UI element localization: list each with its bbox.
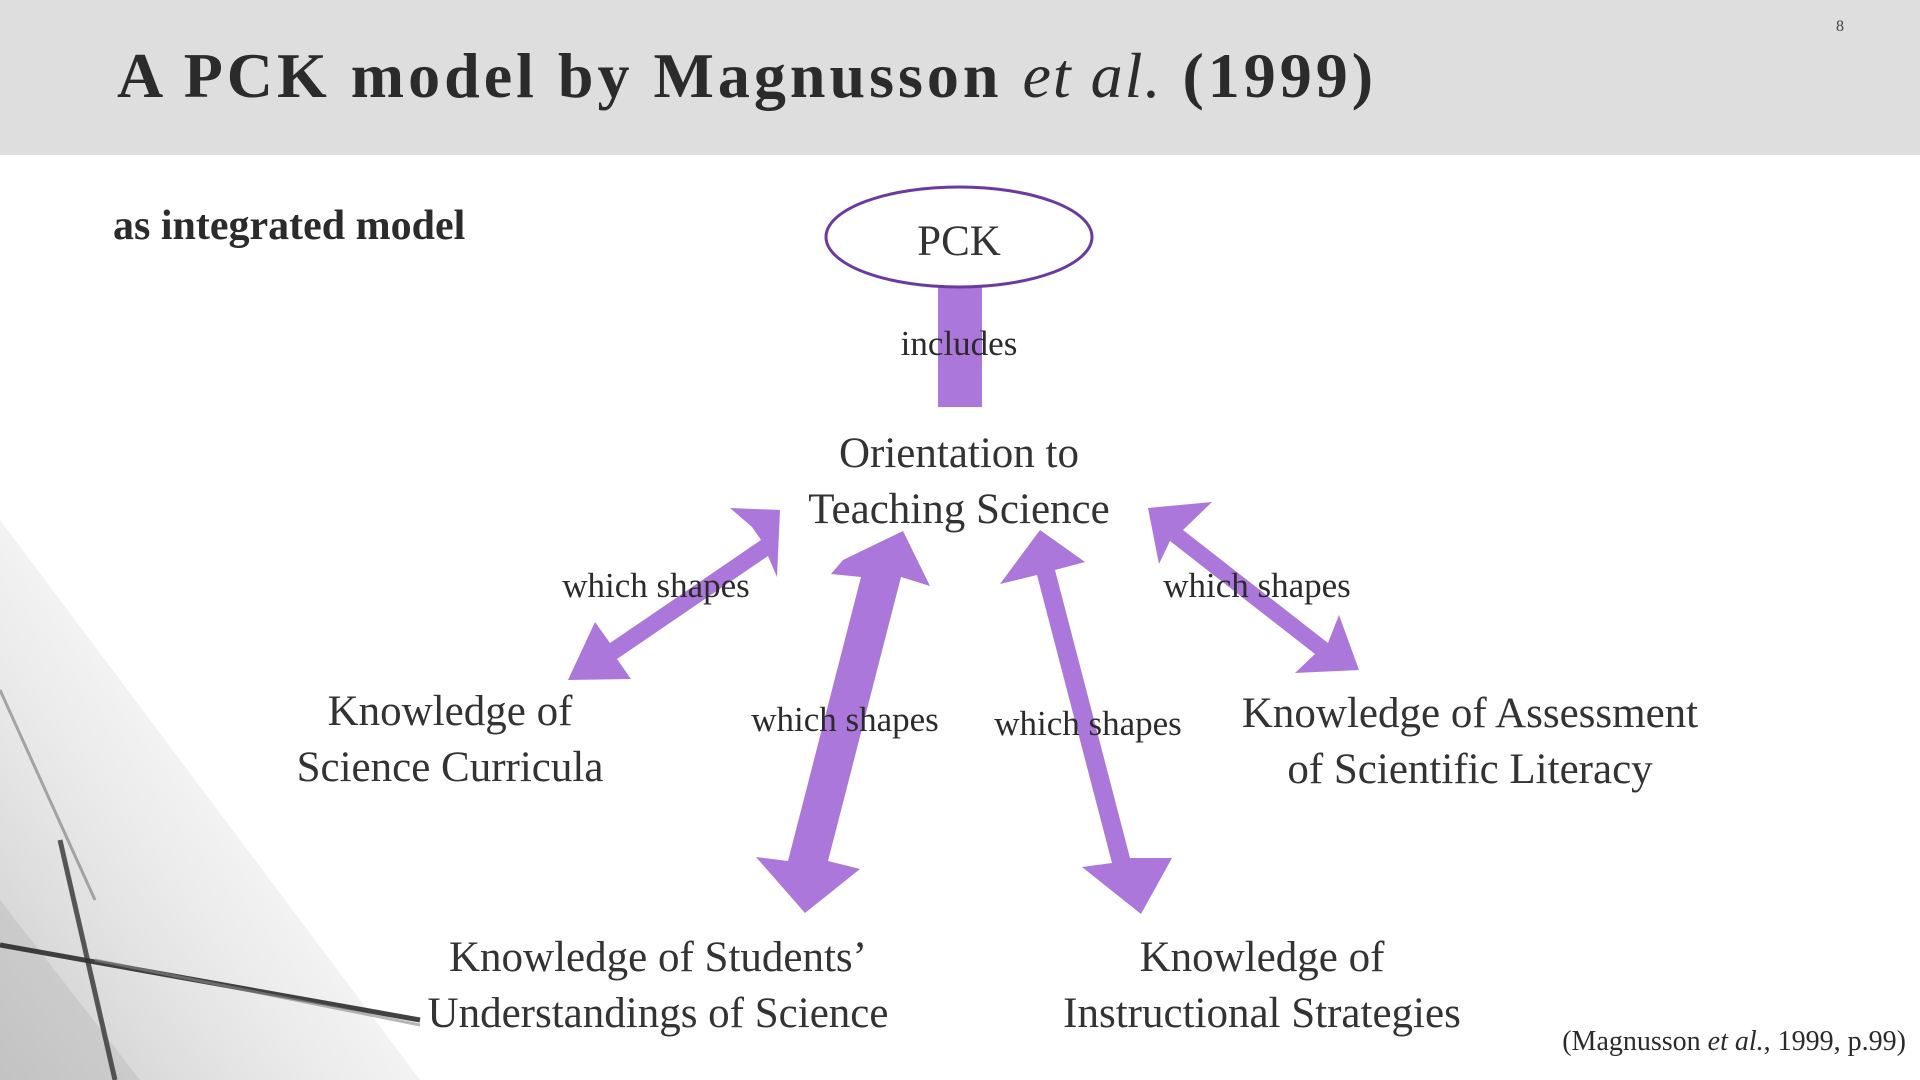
node-students-line-1: Knowledge of Students’ bbox=[449, 934, 867, 981]
citation: (Magnusson et al., 1999, p.99) bbox=[1562, 1026, 1906, 1058]
node-orientation-line-1: Orientation to bbox=[838, 430, 1080, 477]
arrow-strategies bbox=[1000, 530, 1172, 914]
node-curricula: Knowledge of Science Curricula bbox=[297, 684, 604, 796]
node-assessment-line-2: of Scientific Literacy bbox=[1287, 746, 1653, 793]
edge-label-includes: includes bbox=[900, 324, 1018, 363]
node-assessment: Knowledge of Assessment of Scientific Li… bbox=[1242, 686, 1698, 798]
pck-ellipse bbox=[824, 185, 1094, 289]
title-italic: et al. bbox=[1022, 40, 1163, 111]
node-curricula-line-2: Science Curricula bbox=[296, 744, 604, 791]
node-assessment-line-1: Knowledge of Assessment bbox=[1241, 690, 1699, 737]
citation-suffix: , 1999, p.99) bbox=[1763, 1026, 1906, 1057]
node-pck-label: PCK bbox=[917, 218, 1001, 265]
node-strategies-line-2: Instructional Strategies bbox=[1063, 990, 1461, 1037]
citation-italic: et al. bbox=[1707, 1026, 1764, 1057]
arrow-students bbox=[756, 531, 930, 913]
node-pck: PCK bbox=[917, 214, 1001, 270]
edge-label-shapes-strategies: which shapes bbox=[994, 704, 1182, 743]
node-strategies-line-1: Knowledge of bbox=[1139, 934, 1385, 981]
node-strategies: Knowledge of Instructional Strategies bbox=[1063, 930, 1461, 1042]
subtitle: as integrated model bbox=[113, 203, 466, 249]
header-bar bbox=[0, 0, 1920, 155]
page-number: 8 bbox=[1836, 18, 1844, 35]
edge-label-shapes-students: which shapes bbox=[751, 700, 939, 739]
arrow-assessment bbox=[1148, 502, 1359, 673]
edge-label-shapes-curricula: which shapes bbox=[562, 566, 750, 605]
title-suffix: (1999) bbox=[1162, 40, 1378, 111]
edge-label-shapes-assessment: which shapes bbox=[1163, 566, 1351, 605]
node-curricula-line-1: Knowledge of bbox=[327, 688, 573, 735]
arrow-includes bbox=[938, 285, 982, 407]
node-orientation: Orientation to Teaching Science bbox=[808, 426, 1109, 538]
node-students: Knowledge of Students’ Understandings of… bbox=[428, 930, 889, 1042]
citation-prefix: (Magnusson bbox=[1562, 1026, 1708, 1057]
node-orientation-line-2: Teaching Science bbox=[808, 486, 1110, 533]
title-prefix: A PCK model by Magnusson bbox=[117, 40, 1023, 111]
slide-title: A PCK model by Magnusson et al. (1999) bbox=[117, 38, 1377, 115]
arrow-curricula bbox=[568, 508, 780, 680]
node-students-line-2: Understandings of Science bbox=[427, 990, 889, 1037]
